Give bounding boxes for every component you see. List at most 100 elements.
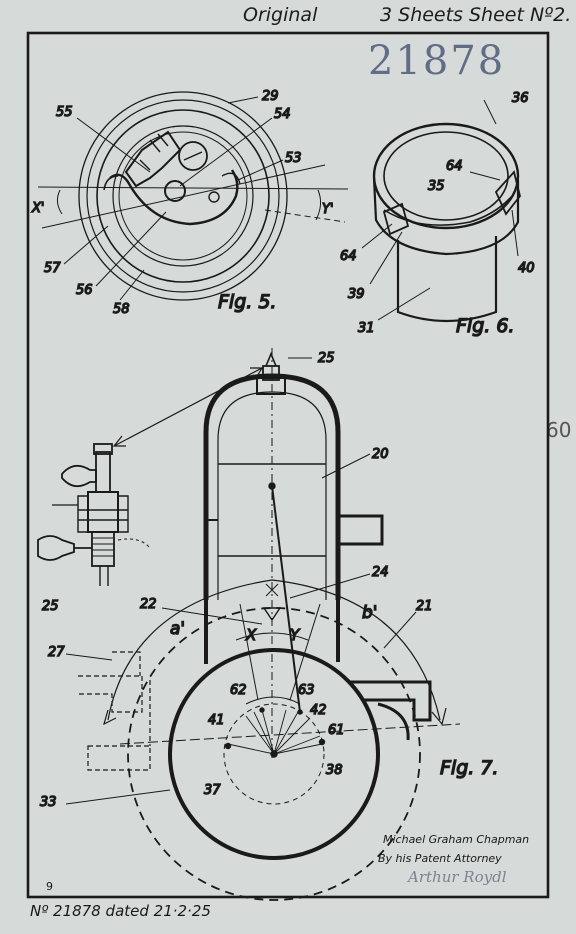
footer-patent-number: Nº 21878 dated 21·2·25 [30, 902, 211, 920]
fig7-point-42 [297, 709, 303, 715]
fig5-label-56: 56 [76, 283, 93, 298]
fig5-label-29: 29 [262, 89, 279, 104]
footer-mark: 9 [46, 880, 53, 893]
fig7-exhaust-pipe [338, 514, 384, 546]
figure-6: 36 64 35 64 40 39 31 Fig. 6. [339, 90, 535, 337]
fig5-label-55: 55 [56, 105, 73, 120]
fig7-label-61: 61 [328, 723, 345, 738]
fig7-plug-tip [265, 351, 277, 367]
fig6-collar-side [372, 177, 520, 256]
signature-handwritten: Arthur Roydl [408, 868, 507, 886]
fig5-centre-pin [164, 180, 186, 202]
fig7-timing-base-rays [227, 743, 323, 755]
fig7-label-24: 24 [372, 565, 389, 580]
fig7-transfer-pipe [350, 680, 432, 722]
fig7-point-37 [224, 742, 232, 750]
fig7-crankcase [168, 648, 380, 860]
fig5-outer-ring [78, 91, 288, 301]
fig5-ring-3 [96, 109, 270, 283]
fig6-leader-36 [483, 99, 497, 125]
header-original: Original [243, 4, 318, 26]
figure-5: 29 55 54 53 X' Y' 57 56 58 Fig. 5. [30, 88, 349, 318]
fig6-label-36: 36 [512, 91, 529, 106]
fig7-arrowhead-right [250, 367, 264, 379]
plug-detail-lower-wing [37, 535, 75, 561]
fig7-tdc-mark [262, 607, 282, 622]
fig7-leader-24 [289, 573, 371, 599]
plug-detail-body [87, 491, 119, 533]
fig7-plug-base [256, 377, 286, 395]
fig6-label-64b: 64 [340, 249, 357, 264]
fig7-y-line [289, 603, 321, 701]
figure-7: 25 20 24 22 a' b' 21 27 X Y 62 63 41 42 … [37, 348, 499, 901]
fig6-label-40: 40 [518, 261, 535, 276]
fig7-leader-22 [161, 607, 263, 625]
fig5-leader-29 [227, 96, 259, 104]
fig5-label-x: X' [31, 201, 44, 216]
fig6-cam-edge [383, 195, 513, 226]
fig6-collar-inner [383, 131, 509, 221]
fig7-label-y: Y [290, 626, 301, 644]
fig7-cylinder-wall [203, 373, 341, 600]
fig7-reference-arrow [113, 367, 263, 447]
fig5-label-53: 53 [285, 151, 302, 166]
fig7-label-27: 27 [48, 645, 65, 660]
fig6-collar-top [372, 122, 520, 230]
fig6-leader-31 [377, 287, 431, 321]
fig7-timing-rays [245, 709, 321, 755]
fig7-label-21: 21 [416, 599, 433, 614]
side-pencil-mark: 60 [546, 418, 572, 442]
fig5-slotted-block [124, 130, 182, 188]
fig6-notch-right [494, 170, 521, 216]
fig7-arrowhead-left [112, 435, 126, 447]
sheet-border [26, 31, 550, 899]
plug-detail-cap [93, 443, 113, 455]
fig7-horizontal-centreline [119, 723, 461, 745]
fig7-arrow-left [103, 709, 117, 726]
fig5-y-angle-arc [315, 189, 322, 221]
fig7-crank-circle [223, 703, 325, 805]
fig7-magneto-outline [78, 675, 143, 713]
fig7-connecting-rod [271, 485, 301, 713]
fig7-label-42: 42 [310, 703, 327, 718]
fig5-block-slots [139, 133, 169, 171]
fig5-label-57: 57 [44, 261, 61, 276]
fig6-leader-40 [511, 209, 519, 257]
fig7-x-line [239, 603, 259, 701]
fig7-advance-arc [107, 579, 441, 721]
stamp-number: 21878 [368, 38, 506, 84]
fig7-title: Fig. 7. [440, 757, 498, 779]
fig5-label-y: Y' [322, 202, 334, 217]
fig7-leader-20 [321, 453, 371, 479]
plug-detail-wing-nut [61, 464, 97, 488]
fig5-cam-curve [109, 169, 239, 226]
fig7-arrow-right [431, 707, 447, 726]
fig7-label-25b: 25 [42, 599, 59, 614]
plug-detail-hex [78, 509, 128, 521]
fig6-leader-64a [469, 171, 501, 181]
fig7-point-62 [259, 707, 265, 713]
fig7-magneto-top [112, 651, 141, 676]
fig5-dashed-axis [264, 209, 346, 223]
fig7-gudgeon-pin [268, 482, 276, 490]
fig5-leader-54 [179, 117, 273, 187]
fig5-title: Fig. 5. [218, 291, 276, 313]
fig5-inner-ring [112, 125, 254, 267]
fig6-title: Fig. 6. [456, 315, 514, 337]
fig5-leader-56 [95, 211, 167, 287]
fig7-label-x: X [245, 626, 257, 644]
fig6-leader-39 [369, 231, 403, 285]
plug-detail-electrodes [99, 566, 109, 586]
fig7-label-37: 37 [204, 783, 221, 798]
fig7-label-62: 62 [230, 683, 247, 698]
fig7-leader-21 [383, 611, 417, 649]
fig7-label-25a: 25 [318, 351, 335, 366]
fig7-label-33: 33 [40, 795, 57, 810]
fig6-label-39: 39 [348, 287, 365, 302]
fig7-label-63: 63 [298, 683, 315, 698]
fig6-tube [396, 236, 498, 323]
fig7-transfer-bend [377, 702, 410, 741]
fig5-leader-53 [237, 159, 284, 181]
